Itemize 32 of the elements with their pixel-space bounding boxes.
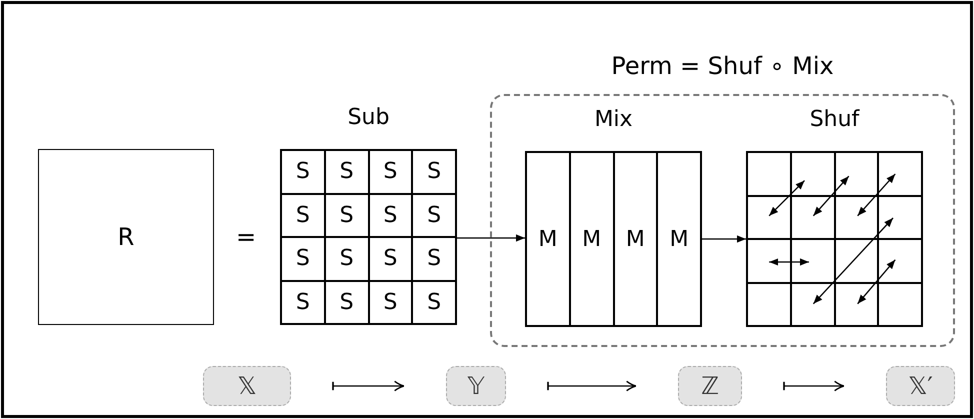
grid-column: M <box>657 152 701 326</box>
arrow <box>702 235 746 243</box>
grid-column: M <box>614 152 658 326</box>
grid-cell: S <box>281 194 325 237</box>
grid-heading: Sub <box>346 104 390 132</box>
symbol-chip: 𝕏 <box>203 366 291 406</box>
grid-heading: Mix <box>593 106 634 134</box>
symbol-chip: 𝕏′ <box>886 366 955 406</box>
grid-column: M <box>570 152 614 326</box>
grid-cell: S <box>368 150 412 194</box>
grid-cell: S <box>324 237 368 280</box>
grid-cell: S <box>412 194 456 237</box>
symbol-chip: 𝕐 <box>446 366 506 406</box>
grid-cell: S <box>281 237 325 280</box>
grid-cell: S <box>281 280 325 324</box>
grid-cell: S <box>412 237 456 280</box>
grid-cell: S <box>324 280 368 324</box>
grid-cell: S <box>368 237 412 280</box>
grid-cell: S <box>368 280 412 324</box>
grid-cell: S <box>412 150 456 194</box>
grid-column: M <box>526 152 570 326</box>
group-title: Perm = Shuf ∘ Mix <box>610 54 835 78</box>
grid-cell: S <box>281 150 325 194</box>
square-box: R <box>38 149 214 325</box>
grid-cell: S <box>324 194 368 237</box>
arrow <box>457 234 525 242</box>
symbol-chip: ℤ <box>678 366 742 406</box>
grid-heading: Shuf <box>808 106 861 134</box>
equals-sign: = <box>236 225 256 249</box>
grid-cell: S <box>324 150 368 194</box>
grid-cell: S <box>412 280 456 324</box>
grid-cell: S <box>368 194 412 237</box>
